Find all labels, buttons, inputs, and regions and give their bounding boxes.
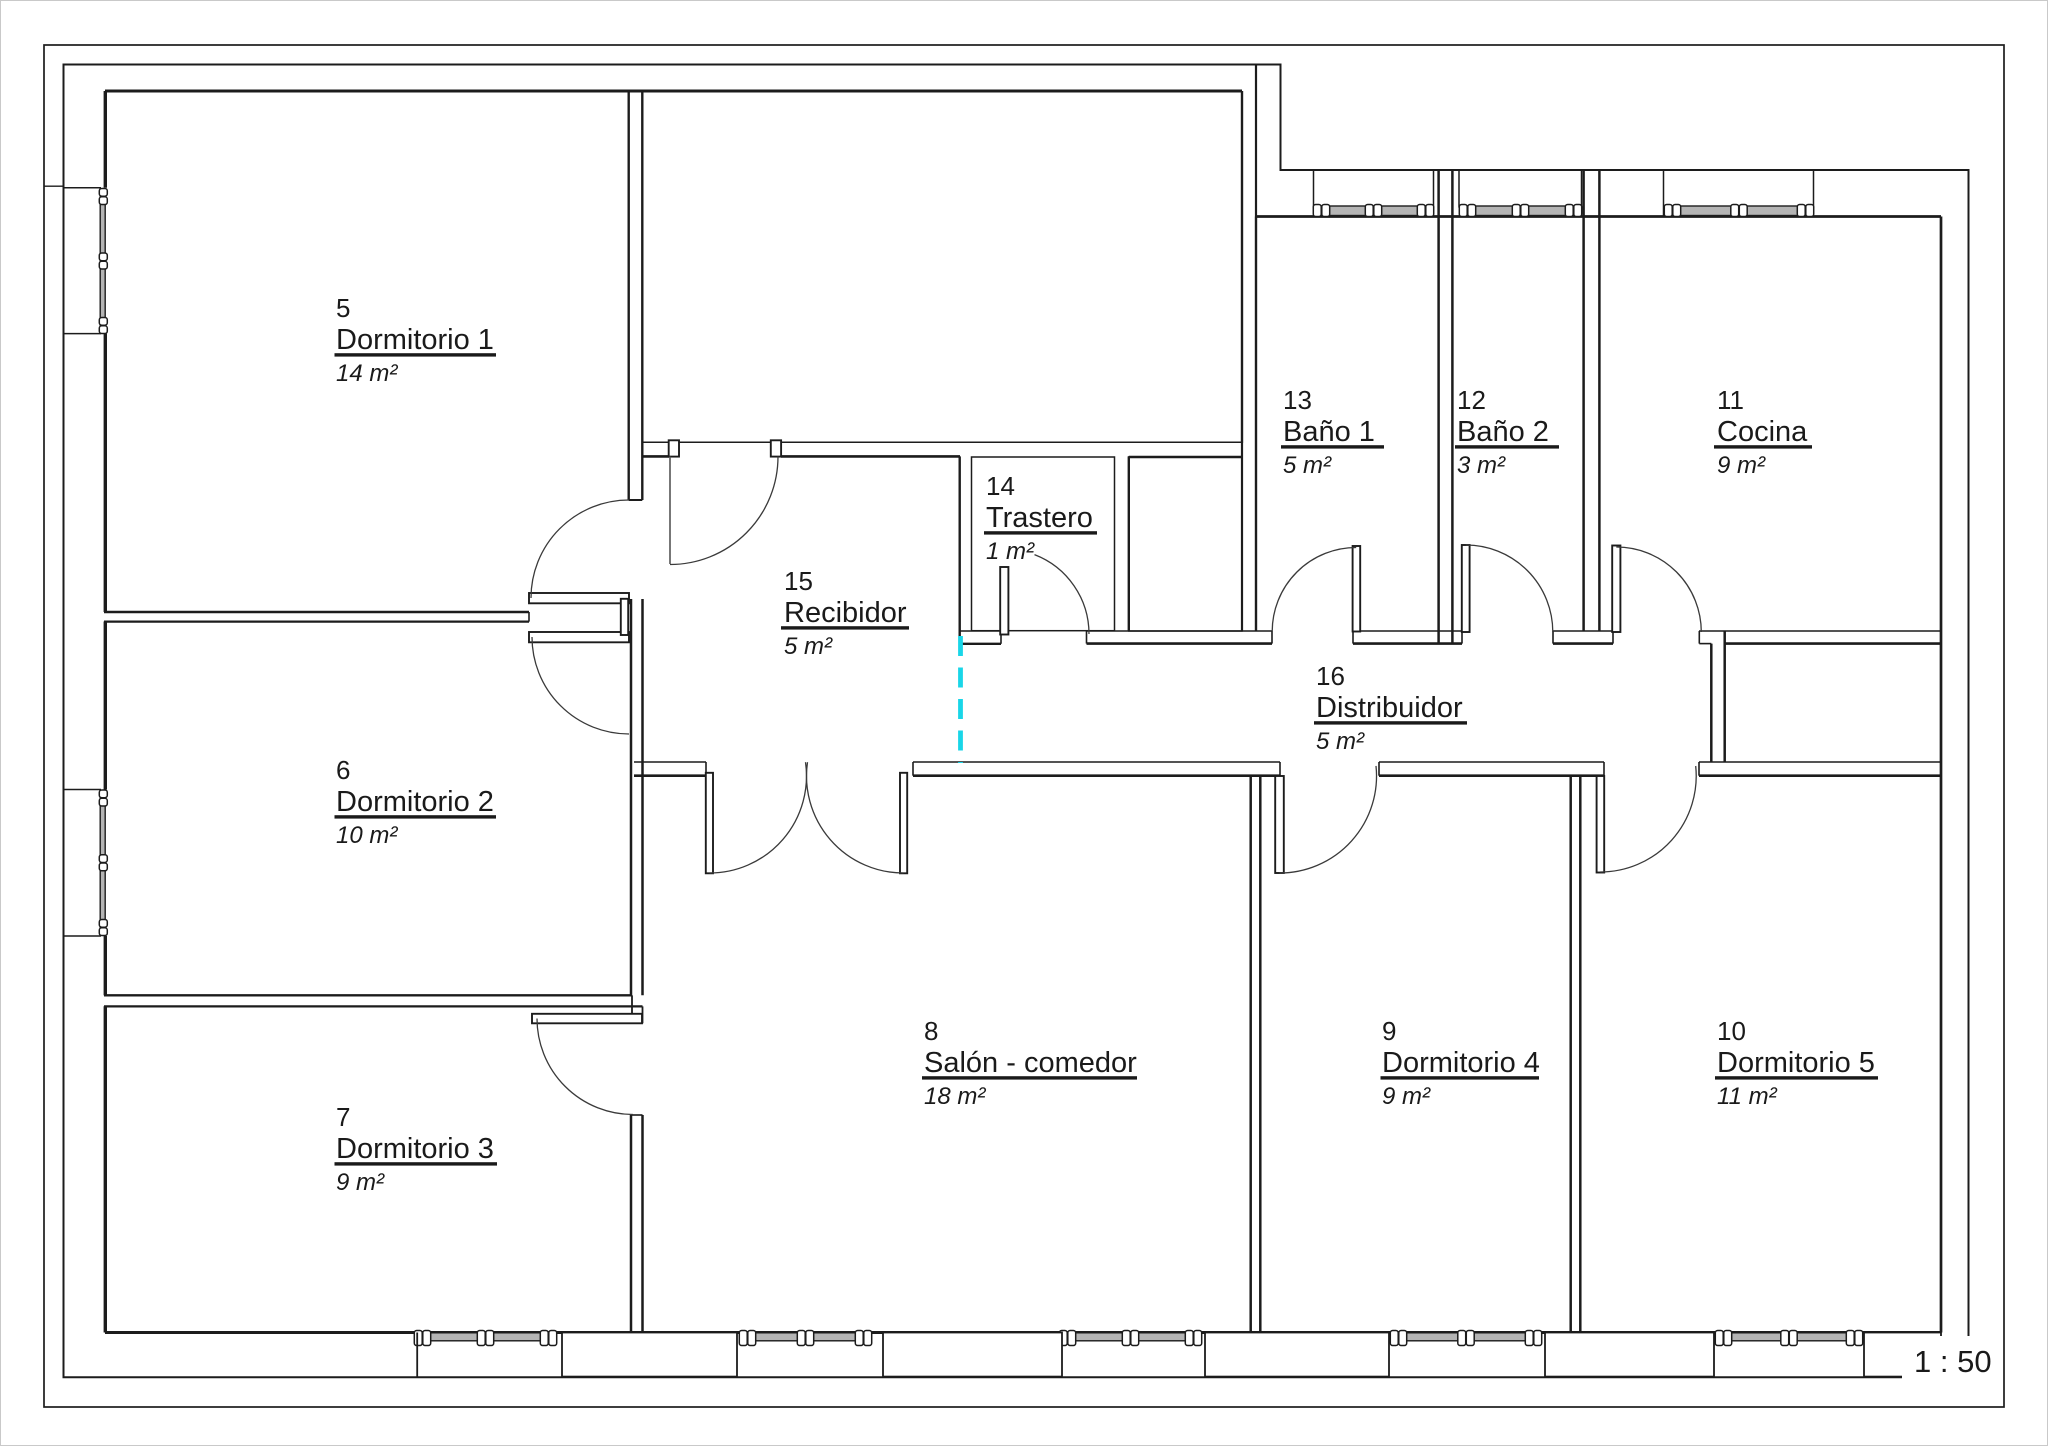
- svg-text:16: 16: [1316, 661, 1345, 691]
- svg-text:18 m²: 18 m²: [924, 1083, 986, 1110]
- svg-text:9 m²: 9 m²: [1717, 452, 1766, 479]
- svg-text:11 m²: 11 m²: [1717, 1083, 1778, 1110]
- svg-text:1 : 50: 1 : 50: [1914, 1344, 1992, 1379]
- svg-text:Dormitorio 2: Dormitorio 2: [336, 786, 494, 818]
- svg-text:Recibidor: Recibidor: [784, 597, 907, 629]
- svg-text:Trastero: Trastero: [986, 502, 1093, 534]
- svg-text:Dormitorio 3: Dormitorio 3: [336, 1133, 494, 1165]
- svg-text:5 m²: 5 m²: [1283, 452, 1332, 479]
- svg-text:Baño 2: Baño 2: [1457, 416, 1549, 448]
- svg-text:14 m²: 14 m²: [336, 360, 398, 387]
- svg-text:7: 7: [336, 1102, 350, 1132]
- svg-text:5 m²: 5 m²: [784, 633, 833, 660]
- svg-text:5: 5: [336, 293, 350, 323]
- svg-text:8: 8: [924, 1016, 938, 1046]
- svg-text:9: 9: [1382, 1016, 1396, 1046]
- svg-text:6: 6: [336, 755, 350, 785]
- svg-text:Baño 1: Baño 1: [1283, 416, 1375, 448]
- svg-text:5 m²: 5 m²: [1316, 728, 1365, 755]
- svg-text:11: 11: [1717, 385, 1744, 415]
- svg-text:3 m²: 3 m²: [1457, 452, 1506, 479]
- svg-text:Distribuidor: Distribuidor: [1316, 692, 1463, 724]
- svg-text:Dormitorio 5: Dormitorio 5: [1717, 1047, 1875, 1079]
- svg-text:9 m²: 9 m²: [1382, 1083, 1431, 1110]
- svg-text:1 m²: 1 m²: [986, 538, 1035, 565]
- svg-text:10 m²: 10 m²: [336, 822, 398, 849]
- svg-text:Cocina: Cocina: [1717, 416, 1808, 448]
- svg-text:9 m²: 9 m²: [336, 1169, 385, 1196]
- svg-text:Dormitorio 4: Dormitorio 4: [1382, 1047, 1540, 1079]
- svg-text:12: 12: [1457, 385, 1486, 415]
- svg-text:Dormitorio 1: Dormitorio 1: [336, 324, 494, 356]
- svg-text:13: 13: [1283, 385, 1312, 415]
- svg-text:10: 10: [1717, 1016, 1746, 1046]
- svg-text:Salón - comedor: Salón - comedor: [924, 1047, 1137, 1079]
- svg-text:14: 14: [986, 471, 1015, 501]
- svg-text:15: 15: [784, 566, 813, 596]
